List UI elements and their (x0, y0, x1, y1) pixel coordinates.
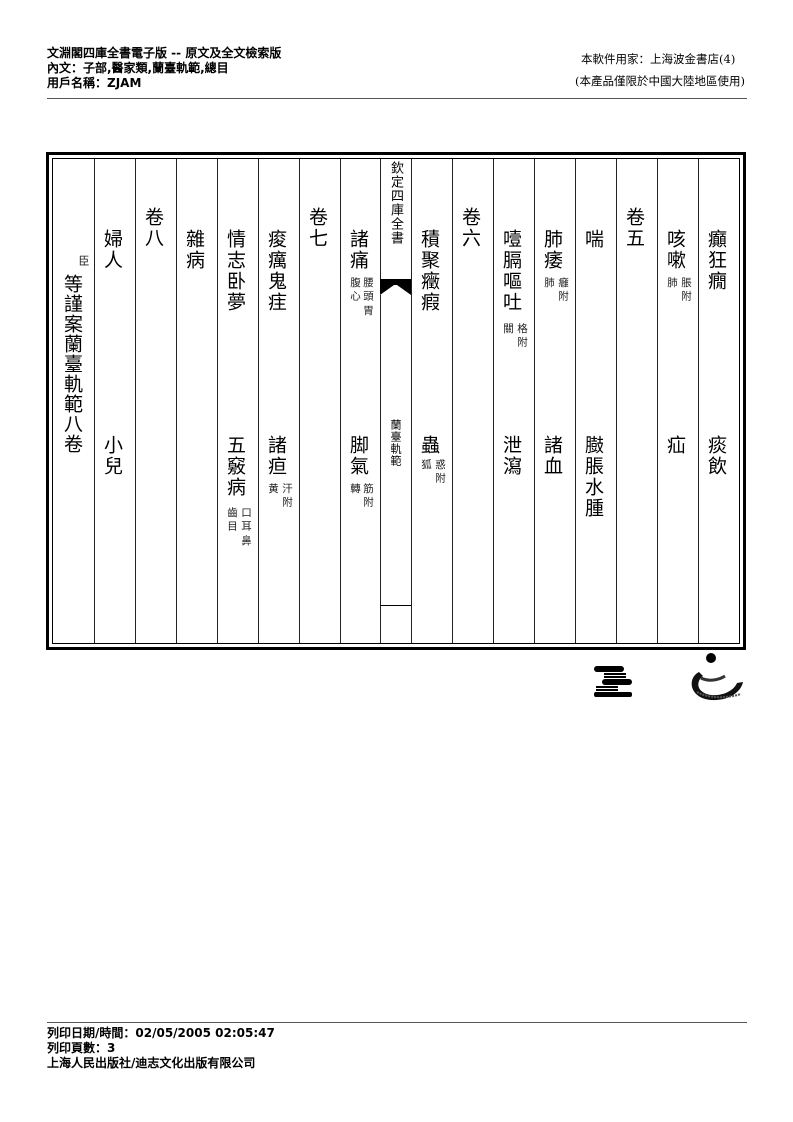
entry-main: 婦人 (101, 229, 123, 271)
center-column: 欽定四庫全書 蘭臺軌範 (380, 159, 411, 643)
entry-main: 喘 (582, 229, 604, 250)
entry-note: 格附 (516, 323, 528, 350)
entry-note: 腹心 (349, 277, 361, 304)
minister-mark: 臣 (77, 255, 90, 269)
print-pages: 列印頁數：3 (47, 1041, 116, 1055)
column-divider (135, 159, 136, 643)
volume-heading: 卷七 (306, 207, 328, 249)
column-divider (534, 159, 535, 643)
entry-main: 諸血 (541, 435, 563, 477)
column-divider (452, 159, 453, 643)
entry-main: 積聚癥瘕 (418, 229, 440, 313)
entry-note: 癰附 (557, 277, 569, 304)
column-divider (176, 159, 177, 643)
entry-main: 臌脹水腫 (582, 435, 604, 519)
entry-note: 肺 (666, 277, 678, 291)
entry-note: 黄 (267, 483, 279, 497)
licensee: 本軟件用家：上海波金書店(4) (581, 52, 736, 66)
header-left: 文淵閣四庫全書電子版 -- 原文及全文檢索版 內文：子部,醫家類,蘭臺軌範,總目… (47, 46, 281, 91)
entry-main: 痰飲 (705, 435, 727, 477)
entry-main: 情志卧夢 (224, 229, 246, 313)
entry-note: 脹附 (680, 277, 692, 304)
footer-divider (47, 1022, 747, 1023)
column-divider (698, 159, 699, 643)
entry-note: 筋附 (362, 483, 374, 510)
center-book-title: 蘭臺軌範 (389, 419, 402, 467)
column-divider (340, 159, 341, 643)
entry-note: 肺 (543, 277, 555, 291)
entry-note: 汗附 (281, 483, 293, 510)
entry-main: 疝 (664, 435, 686, 456)
entry-main: 咳嗽 (664, 229, 686, 271)
publisher-books-logo (594, 664, 634, 698)
column-divider (299, 159, 300, 643)
fish-tail-notch (380, 285, 411, 295)
column-divider (380, 159, 381, 643)
entry-note: 胃 (362, 305, 374, 319)
user-name: 用戶名稱：ZJAM (47, 76, 142, 90)
entry-main: 肺痿 (541, 229, 563, 271)
dizhi-brush-logo (685, 652, 745, 704)
column-divider (616, 159, 617, 643)
column-divider (217, 159, 218, 643)
print-datetime: 列印日期/時間：02/05/2005 02:05:47 (47, 1026, 275, 1040)
column-divider (657, 159, 658, 643)
entry-main: 諸痛 (347, 229, 369, 271)
entry-note: 惑附 (434, 459, 446, 486)
column-divider (411, 159, 412, 643)
page-inner-border: 欽定四庫全書 蘭臺軌範 癲狂癇 痰飲 咳嗽 脹附 肺 疝 卷五 喘 臌脹水腫 肺… (52, 158, 740, 644)
header-right: 本軟件用家：上海波金書店(4) (本產品僅限於中國大陸地區使用) (575, 48, 745, 92)
entry-note: 轉 (349, 483, 361, 497)
content-path: 內文：子部,醫家類,蘭臺軌範,總目 (47, 61, 229, 75)
entry-note: 口耳 (240, 507, 252, 534)
column-divider (258, 159, 259, 643)
entry-main: 脚氣 (347, 435, 369, 477)
entry-note: 腰頭 (362, 277, 374, 304)
center-bottom-line (380, 605, 411, 606)
footer: 列印日期/時間：02/05/2005 02:05:47 列印頁數：3 上海人民出… (47, 1026, 275, 1071)
header-divider (47, 98, 747, 99)
column-divider (575, 159, 576, 643)
entry-main: 五竅病 (224, 435, 246, 498)
entry-main: 小兒 (101, 435, 123, 477)
entry-note: 狐 (420, 459, 432, 473)
entry-note: 齒目 (226, 507, 238, 534)
volume-heading: 卷六 (459, 207, 481, 249)
volume-heading: 卷五 (623, 207, 645, 249)
entry-note: 鼻 (240, 535, 252, 549)
closing-statement: 等謹案蘭臺軌範八卷 (61, 274, 83, 454)
column-divider (493, 159, 494, 643)
entry-main: 蟲 (418, 435, 440, 456)
entry-main: 痠癘鬼疰 (265, 229, 287, 313)
entry-main: 諸疸 (265, 435, 287, 477)
entry-main: 雜病 (183, 229, 205, 271)
app-title: 文淵閣四庫全書電子版 -- 原文及全文檢索版 (47, 46, 282, 60)
center-top-title: 欽定四庫全書 (388, 161, 403, 245)
volume-heading: 卷八 (142, 207, 164, 249)
column-divider (94, 159, 95, 643)
entry-note: 關 (502, 323, 514, 337)
publisher: 上海人民出版社/迪志文化出版有限公司 (47, 1056, 256, 1070)
entry-main: 泄瀉 (500, 435, 522, 477)
region-notice: (本產品僅限於中國大陸地區使用) (575, 74, 745, 88)
entry-main: 噎膈嘔吐 (500, 229, 522, 313)
entry-main: 癲狂癇 (705, 229, 727, 292)
page-frame: 欽定四庫全書 蘭臺軌範 癲狂癇 痰飲 咳嗽 脹附 肺 疝 卷五 喘 臌脹水腫 肺… (46, 152, 746, 650)
